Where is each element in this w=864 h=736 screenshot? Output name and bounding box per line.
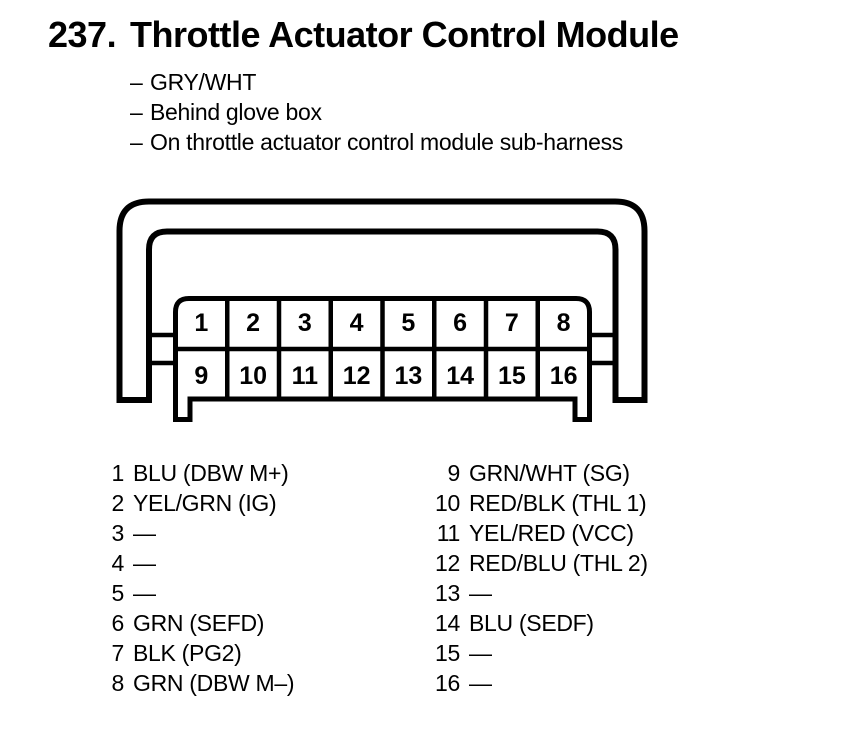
legend-pin-number: 15 xyxy=(435,640,460,666)
legend-row-pin-5: 5— xyxy=(100,578,294,608)
pin-number-12: 12 xyxy=(343,362,371,390)
legend-pin-number: 9 xyxy=(447,460,461,486)
legend-pin-label: BLU (DBW M+) xyxy=(133,460,289,486)
figure-number: 237. xyxy=(48,14,117,55)
note-dash-marker: – xyxy=(130,99,143,125)
note-dash-marker: – xyxy=(130,129,143,155)
side-tab-lines xyxy=(149,332,616,366)
legend-pin-label: YEL/GRN (IG) xyxy=(133,490,277,516)
note-line: –On throttle actuator control module sub… xyxy=(130,127,623,157)
legend-pin-label: GRN (DBW M–) xyxy=(133,670,295,696)
legend-row-pin-8: 8 GRN (DBW M–) xyxy=(100,668,295,698)
legend-pin-number: 16 xyxy=(435,670,460,696)
legend-pin-number: 8 xyxy=(111,670,125,696)
legend-row-pin-12: 12 RED/BLU (THL 2) xyxy=(420,548,648,578)
pin-grid-lines xyxy=(175,300,590,399)
pin-number-13: 13 xyxy=(394,362,422,390)
legend-pin-number: 2 xyxy=(111,490,125,516)
legend-pin-number: 3 xyxy=(111,520,125,546)
legend-pin-label: BLU (SEDF) xyxy=(469,610,594,636)
pin-number-9: 9 xyxy=(194,362,208,390)
legend-pin-number: 1 xyxy=(111,460,125,486)
pin-number-11: 11 xyxy=(292,362,319,390)
legend-pin-label: — xyxy=(133,520,156,546)
notes-list: –GRY/WHT–Behind glove box–On throttle ac… xyxy=(130,67,623,157)
pin-number-7: 7 xyxy=(505,309,519,337)
pin-number-15: 15 xyxy=(498,362,526,390)
legend-pin-label: GRN/WHT (SG) xyxy=(469,460,630,486)
pin-number-1: 1 xyxy=(194,309,208,337)
legend-right-column: 9 GRN/WHT (SG) 10 RED/BLK (THL 1) 11 YEL/RED … xyxy=(420,458,648,698)
page-title: 237. Throttle Actuator Control Module xyxy=(48,13,679,57)
note-text: GRY/WHT xyxy=(150,69,257,95)
legend-pin-number: 6 xyxy=(111,610,125,636)
legend-pin-number: 7 xyxy=(111,640,125,666)
legend-row-pin-10: 10 RED/BLK (THL 1) xyxy=(420,488,648,518)
legend-row-pin-2: 2 YEL/GRN (IG) xyxy=(100,488,294,518)
pin-number-14: 14 xyxy=(446,362,474,390)
legend-row-pin-1: 1 BLU (DBW M+) xyxy=(100,458,294,488)
note-line: –GRY/WHT xyxy=(130,67,623,97)
legend-pin-label: — xyxy=(133,550,156,576)
connector-shell-outline xyxy=(116,198,648,403)
note-dash-marker: – xyxy=(130,69,143,95)
pin-number-4: 4 xyxy=(350,309,364,337)
legend-pin-label: YEL/RED (VCC) xyxy=(469,520,634,546)
legend-pin-label: RED/BLK (THL 1) xyxy=(469,490,647,516)
legend-pin-number: 12 xyxy=(435,550,460,576)
pin-number-5: 5 xyxy=(401,309,415,337)
legend-pin-number: 14 xyxy=(435,610,460,636)
legend-pin-number: 13 xyxy=(435,580,460,606)
pin-numbers-top-row: 1 2 3 4 5 6 7 8 xyxy=(194,309,570,337)
legend-row-pin-15: 15 — xyxy=(420,638,648,668)
pin-number-16: 16 xyxy=(550,362,578,390)
note-line: –Behind glove box xyxy=(130,97,623,127)
pin-numbers-bottom-row: 9 10 11 12 13 14 15 16 xyxy=(194,362,577,390)
legend-row-pin-14: 14 BLU (SEDF) xyxy=(420,608,648,638)
figure-title: Throttle Actuator Control Module xyxy=(130,14,679,55)
note-text: On throttle actuator control module sub-… xyxy=(150,129,623,155)
legend-pin-label: — xyxy=(469,670,492,696)
legend-pin-label: — xyxy=(469,580,492,606)
legend-row-pin-4: 4— xyxy=(100,548,294,578)
pin-number-6: 6 xyxy=(453,309,467,337)
legend-pin-number: 5 xyxy=(111,580,125,606)
legend-pin-label: — xyxy=(469,640,492,666)
legend-row-pin-7: 7 BLK (PG2) xyxy=(100,638,294,668)
legend-pin-label: GRN (SEFD) xyxy=(133,610,265,636)
legend-pin-label: BLK (PG2) xyxy=(133,640,242,666)
pin-number-3: 3 xyxy=(298,309,312,337)
legend-pin-label: RED/BLU (THL 2) xyxy=(469,550,648,576)
note-text: Behind glove box xyxy=(150,99,322,125)
legend-row-pin-13: 13 — xyxy=(420,578,648,608)
pin-number-8: 8 xyxy=(557,309,571,337)
legend-pin-number: 11 xyxy=(436,520,461,546)
legend-pin-label: — xyxy=(133,580,156,606)
legend-pin-number: 4 xyxy=(111,550,125,576)
legend-row-pin-6: 6 GRN (SEFD) xyxy=(100,608,294,638)
legend-row-pin-16: 16 — xyxy=(420,668,648,698)
pin-number-2: 2 xyxy=(246,309,260,337)
legend-row-pin-3: 3— xyxy=(100,518,294,548)
pin-number-10: 10 xyxy=(239,362,267,390)
legend-row-pin-9: 9 GRN/WHT (SG) xyxy=(420,458,648,488)
legend-pin-number: 10 xyxy=(435,490,460,516)
legend-row-pin-11: 11 YEL/RED (VCC) xyxy=(420,518,648,548)
